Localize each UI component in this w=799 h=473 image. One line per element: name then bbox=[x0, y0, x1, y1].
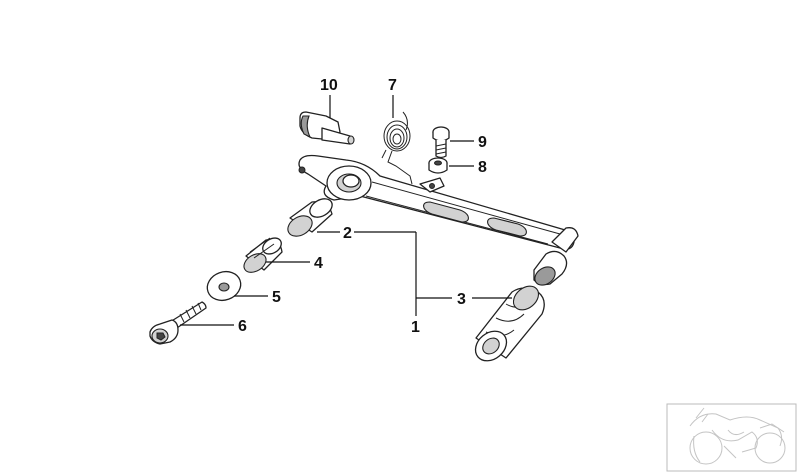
motorcycle-sketch-icon bbox=[689, 407, 786, 465]
part-2-bushing[interactable] bbox=[284, 195, 335, 240]
callout-7: 7 bbox=[388, 77, 397, 94]
locator-thumbnail bbox=[666, 403, 797, 472]
callout-8: 8 bbox=[478, 159, 487, 176]
callout-1: 1 bbox=[411, 319, 420, 336]
leader-lines bbox=[180, 95, 512, 326]
callout-4: 4 bbox=[314, 255, 323, 272]
part-6-screw[interactable] bbox=[149, 301, 207, 345]
callout-5: 5 bbox=[272, 289, 281, 306]
part-8-nut[interactable] bbox=[428, 157, 448, 174]
part-1-lever[interactable] bbox=[298, 154, 579, 289]
part-4-bushing[interactable] bbox=[241, 235, 285, 276]
part-9-bolt[interactable] bbox=[432, 126, 450, 159]
callout-9: 9 bbox=[478, 134, 487, 151]
part-3-peg-rubber[interactable] bbox=[470, 281, 545, 367]
part-7-spring[interactable] bbox=[381, 111, 413, 185]
callout-2: 2 bbox=[343, 225, 352, 242]
callout-10: 10 bbox=[320, 77, 338, 94]
callout-6: 6 bbox=[238, 318, 247, 335]
part-10-clip[interactable] bbox=[299, 111, 355, 145]
callout-3: 3 bbox=[457, 291, 466, 308]
part-5-washer[interactable] bbox=[203, 267, 245, 305]
